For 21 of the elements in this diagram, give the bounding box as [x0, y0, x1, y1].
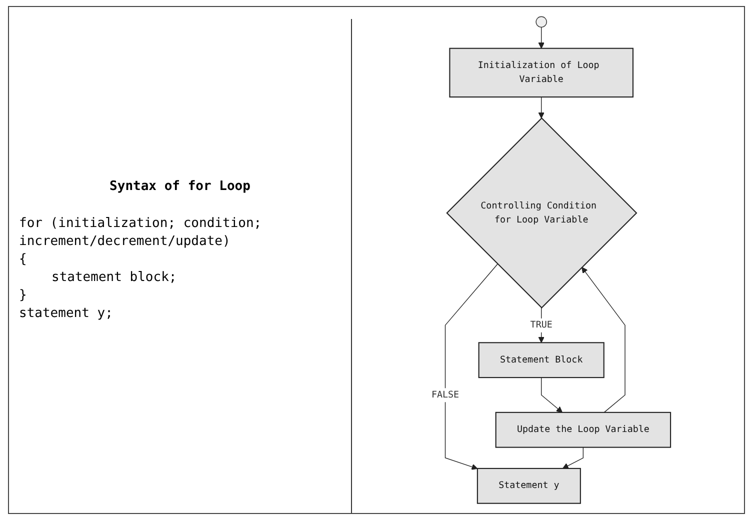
code-line: }	[19, 287, 27, 305]
arrow	[538, 96, 544, 118]
code-line: for (initialization; condition; increment/decrement/update)	[19, 215, 263, 251]
arrow	[538, 26, 544, 49]
node-box: Update the Loop Variable	[495, 412, 672, 448]
arrow	[444, 264, 498, 470]
arrow	[562, 446, 584, 469]
edge-label: FALSE	[431, 390, 460, 400]
heading: Syntax of for Loop	[108, 179, 252, 194]
arrow	[582, 266, 626, 413]
edge-label: TRUE	[530, 320, 552, 330]
code-line: statement y;	[19, 305, 113, 323]
code-line: statement block;	[50, 269, 177, 287]
node-diamond: Controlling Condition for Loop Variable	[446, 117, 638, 308]
code-line: {	[19, 251, 27, 269]
node-box: Statement y	[476, 468, 581, 504]
node-circle	[536, 16, 547, 28]
arrow	[538, 307, 544, 343]
arrow	[541, 377, 563, 413]
node-box: Initialization of Loop Variable	[449, 48, 634, 98]
node-box: Statement Block	[478, 342, 604, 378]
